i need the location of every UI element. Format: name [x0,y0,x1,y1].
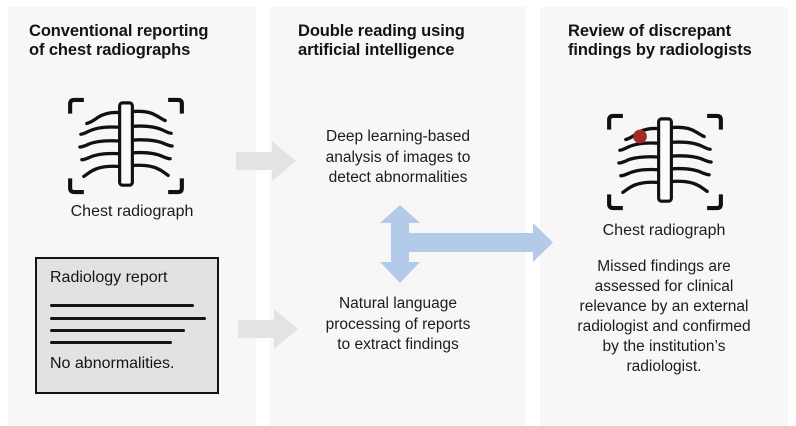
report-text-line [50,304,194,307]
report-text-line [50,317,206,320]
chest-radiograph-with-finding-icon [607,113,723,211]
right-arrow-report-to-nlp-icon [238,309,298,349]
panel-title-double-reading-ai: Double reading using artificial intellig… [298,22,465,59]
chest-radiograph-label: Chest radiograph [602,222,726,239]
panel-double-reading-ai: Double reading using artificial intellig… [270,7,526,426]
panel-title-review-discrepant-findings: Review of discrepant findings by radiolo… [568,22,752,59]
radiology-report-card: Radiology report No abnormalities. [35,257,219,394]
chest-radiograph-label: Chest radiograph [70,203,194,220]
double-reading-combination-arrow-icon [380,205,553,283]
panel-review-discrepant-findings: Review of discrepant findings by radiolo… [540,7,788,426]
report-heading: Radiology report [50,269,168,286]
report-conclusion: No abnormalities. [50,355,175,372]
panel-title-conventional-reporting: Conventional reporting of chest radiogra… [29,22,209,59]
abnormal-finding-dot [633,129,647,144]
report-text-line [50,341,172,344]
right-arrow-radiograph-to-ai-icon [236,141,296,181]
chest-radiograph-icon [68,97,184,195]
deep-learning-analysis-text: Deep learning-based analysis of images t… [325,128,471,186]
review-description-text: Missed findings are assessed for clinica… [577,258,751,375]
nlp-reports-text: Natural language processing of reports t… [325,295,471,353]
panel-conventional-reporting: Conventional reporting of chest radiogra… [8,7,256,426]
report-text-line [50,329,185,332]
